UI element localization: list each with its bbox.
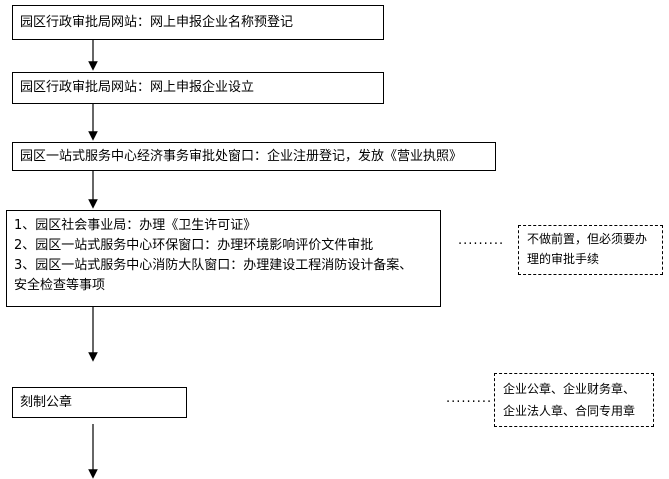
step-5-box: 刻制公章 — [12, 387, 187, 418]
step-5-text: 刻制公章 — [20, 394, 73, 410]
connector-dots-1: ········· — [458, 237, 505, 252]
step-3-box: 园区一站式服务中心经济事务审批处窗口：企业注册登记，发放《营业执照》 — [12, 142, 496, 171]
step-4-box: 1、园区社会事业局：办理《卫生许可证》 2、园区一站式服务中心环保窗口：办理环境… — [6, 210, 441, 307]
step-4-line-2: 2、园区一站式服务中心环保窗口：办理环境影响评价文件审批 — [14, 238, 374, 253]
step-2-box: 园区行政审批局网站：网上申报企业设立 — [12, 72, 384, 104]
step-1-box: 园区行政审批局网站：网上申报企业名称预登记 — [12, 5, 384, 40]
connector-dots-2: ········· — [446, 395, 493, 410]
note-1-line-1: 不做前置，但必须要办 — [527, 232, 648, 246]
step-4-line-1: 1、园区社会事业局：办理《卫生许可证》 — [14, 218, 257, 233]
note-1-line-2: 理的审批手续 — [527, 252, 600, 266]
note-2-line-1: 企业公章、企业财务章、 — [503, 382, 636, 396]
step-3-text: 园区一站式服务中心经济事务审批处窗口：企业注册登记，发放《营业执照》 — [20, 148, 463, 164]
step-4-line-3: 3、园区一站式服务中心消防大队窗口：办理建设工程消防设计备案、 — [14, 258, 413, 273]
step-2-text: 园区行政审批局网站：网上申报企业设立 — [20, 80, 255, 95]
step-1-text: 园区行政审批局网站：网上申报企业名称预登记 — [20, 14, 294, 30]
note-1-box: 不做前置，但必须要办 理的审批手续 — [518, 225, 663, 275]
step-4-line-4: 安全检查等事项 — [14, 278, 106, 293]
note-2-line-2: 企业法人章、合同专用章 — [503, 404, 636, 418]
note-2-box: 企业公章、企业财务章、 企业法人章、合同专用章 — [494, 373, 654, 427]
